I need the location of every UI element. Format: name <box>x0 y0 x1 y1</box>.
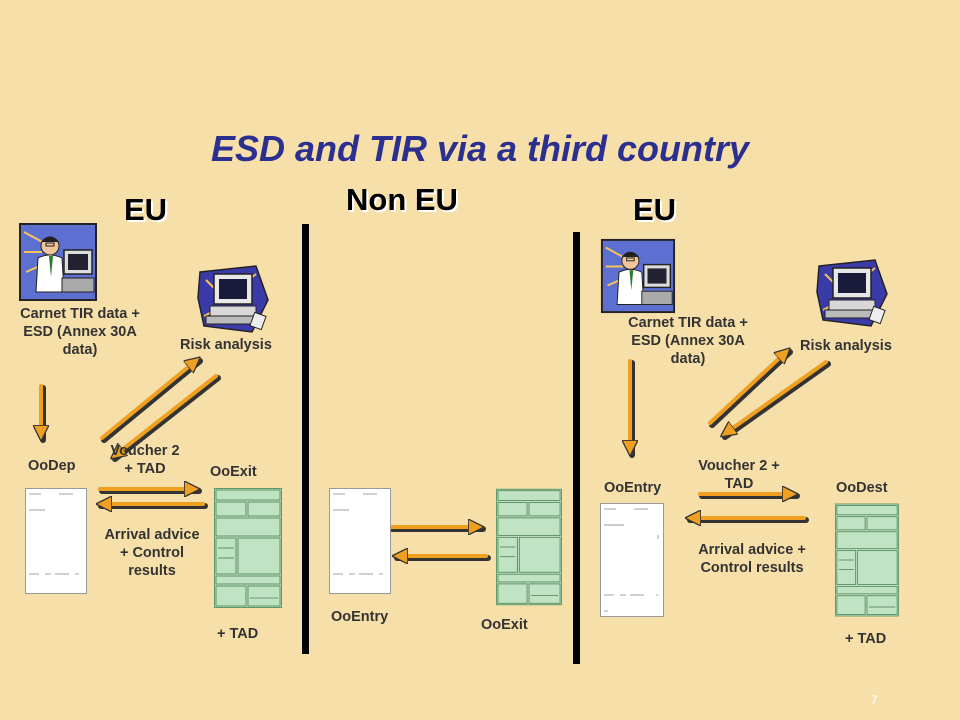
arrow-arrival-right <box>688 518 809 520</box>
computer-icon <box>816 259 888 327</box>
green-form-icon <box>214 488 282 608</box>
region-eu-right: EU <box>633 192 677 227</box>
arrow-carnet-to-oodep <box>41 384 43 443</box>
arrow-risk-to-oodep <box>113 374 221 462</box>
left-risk-label: Risk analysis <box>180 337 272 353</box>
region-eu-left: EU <box>124 192 168 227</box>
left-tad-label: + TAD <box>217 626 259 642</box>
divider-right <box>573 232 580 664</box>
green-form-icon <box>496 488 562 606</box>
person-at-computer-icon <box>19 223 97 301</box>
left-carnet-label: Carnet TIR data + ESD (Annex 30A data) <box>20 306 140 358</box>
left-oodep-label: OoDep <box>28 458 76 474</box>
region-non-eu: Non EU <box>346 182 458 217</box>
arrow-arrival-left <box>99 504 208 506</box>
left-voucher-label: Voucher 2 + TAD <box>110 443 180 477</box>
arrow-ooentry-to-risk <box>708 350 793 428</box>
left-arrival-label: Arrival advice + Control results <box>104 527 200 579</box>
arrow-voucher-left <box>98 489 202 491</box>
right-carnet-label: Carnet TIR data + ESD (Annex 30A data) <box>628 315 748 367</box>
middle-ooentry-label: OoEntry <box>331 609 389 625</box>
right-arrival-label: Arrival advice + Control results <box>698 542 806 576</box>
computer-icon <box>197 265 269 333</box>
arrow-oodep-to-risk <box>100 359 203 443</box>
arrow-voucher-right <box>698 494 800 496</box>
left-ooexit-label: OoExit <box>210 464 257 480</box>
divider-left <box>302 224 309 654</box>
arrow-risk-to-ooentry <box>723 360 831 440</box>
right-tad-label: + TAD <box>845 631 887 647</box>
green-form-icon <box>835 503 899 617</box>
middle-ooexit-label: OoExit <box>481 617 528 633</box>
white-document-icon <box>600 503 664 617</box>
right-voucher-label: Voucher 2 + TAD <box>698 458 780 492</box>
slide-title: ESD and TIR via a third country <box>210 128 750 169</box>
arrow-carnet-to-ooentry <box>630 359 632 458</box>
person-at-computer-icon <box>600 238 676 314</box>
arrow-middle-forward <box>388 527 486 529</box>
right-oodest-label: OoDest <box>836 480 888 496</box>
right-ooentry-label: OoEntry <box>604 480 662 496</box>
white-document-icon <box>329 488 391 594</box>
page-number: 7 <box>871 693 878 707</box>
arrow-middle-back <box>395 556 491 558</box>
white-document-icon <box>25 488 87 594</box>
right-risk-label: Risk analysis <box>800 338 892 354</box>
